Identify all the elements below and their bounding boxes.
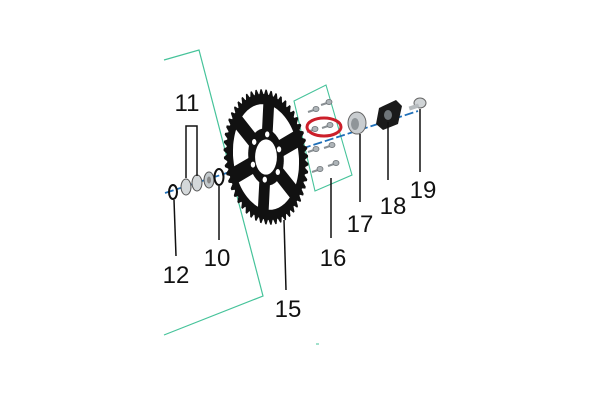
sprocket-bolt-hole [262, 176, 267, 183]
sprocket-lightening-hole [242, 104, 264, 133]
part-11-bore [207, 176, 211, 184]
bolt [307, 145, 320, 153]
callout-11: 11 [175, 90, 200, 117]
part-11-bearing-inner [191, 174, 203, 192]
bolt [327, 159, 340, 167]
bolt [311, 165, 324, 173]
part-12-circlip [168, 184, 178, 200]
part-17-collar-bore [351, 118, 359, 130]
callout-18: 18 [380, 193, 407, 220]
callout-15: 15 [275, 296, 302, 323]
part-19-axle-bolt [408, 97, 427, 111]
part-18-carrier [376, 100, 402, 130]
bolt [307, 106, 320, 113]
sprocket-bolt-hole [265, 131, 270, 138]
sprocket-bolt-hole [250, 161, 256, 168]
bolt-head [326, 122, 334, 129]
sprocket-lightening-hole [268, 181, 290, 210]
part-10-o-ring [213, 168, 225, 186]
sprocket-lightening-hole [233, 129, 249, 167]
bolt-head [316, 165, 324, 172]
callout-19: 19 [410, 177, 437, 204]
part-17-collar [347, 111, 367, 135]
bolt-head [311, 126, 319, 133]
bolt-head [332, 159, 340, 166]
leader-lines [173, 109, 421, 291]
callout-10: 10 [204, 245, 231, 272]
bolt-head [325, 99, 333, 106]
part-15-rear-sprocket [223, 89, 309, 225]
highlight-circle [305, 116, 343, 138]
sprocket-bolt-hole [251, 138, 257, 145]
part-18-carrier-hole [384, 110, 392, 120]
leader-12 [173, 199, 177, 257]
part-19-bolt-shank [408, 103, 420, 111]
callout-17: 17 [347, 211, 374, 238]
sprocket-lightening-hole [283, 147, 299, 185]
callout-labels: 11 12 10 15 16 17 18 19 [163, 90, 437, 323]
fastener-group-box [293, 84, 353, 192]
sprocket-bolt-hole [275, 169, 281, 176]
callout-16: 16 [320, 245, 347, 272]
leader-15 [283, 219, 287, 291]
bolt [320, 99, 333, 106]
leader-11 [185, 125, 198, 178]
bolt [323, 141, 336, 149]
callout-12: 12 [163, 262, 190, 289]
sprocket-lightening-hole [272, 107, 294, 140]
bolt-head [328, 141, 336, 148]
sprocket-lightening-hole [238, 174, 260, 207]
sprocket-bore [255, 139, 277, 175]
bolt-head [312, 106, 320, 113]
part-11-bearing-outer [180, 178, 192, 196]
bolt [321, 122, 334, 129]
sprocket-bolt-hole [276, 146, 282, 153]
bolt-head [312, 145, 320, 152]
